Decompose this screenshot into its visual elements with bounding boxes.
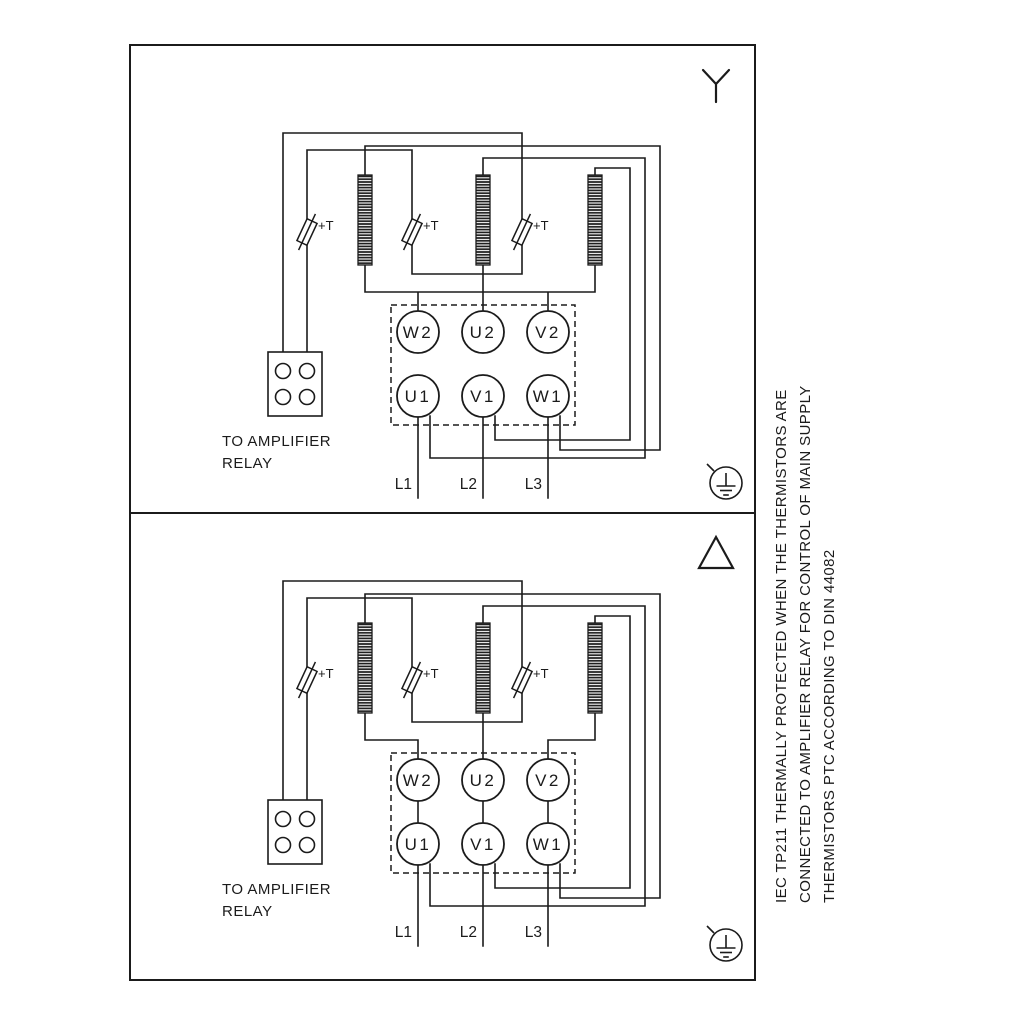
thermistor-label: +T bbox=[533, 218, 549, 233]
thermistor-label: +T bbox=[318, 666, 334, 681]
terminal-w2-label: W2 bbox=[403, 323, 434, 342]
delta-symbol bbox=[697, 534, 735, 570]
terminal-w2-label: W2 bbox=[403, 771, 434, 790]
terminal-v2 bbox=[526, 758, 570, 802]
relay-caption-line1: TO AMPLIFIER bbox=[222, 881, 331, 898]
terminal-v2-label: V2 bbox=[535, 323, 561, 342]
terminal-u2 bbox=[461, 310, 505, 354]
winding-return-wires bbox=[364, 593, 661, 907]
supply-l1-label: L1 bbox=[395, 924, 412, 941]
terminal-w1-label: W1 bbox=[533, 835, 564, 854]
terminal-board-outline bbox=[390, 752, 576, 874]
terminal-u2 bbox=[461, 758, 505, 802]
amplifier-relay-connector bbox=[267, 799, 323, 865]
terminal-v1-label: V1 bbox=[470, 387, 496, 406]
thermistor-icon bbox=[511, 213, 533, 251]
star-bridge-wire bbox=[364, 264, 596, 312]
motor-winding-icon bbox=[475, 174, 491, 266]
supply-wires bbox=[417, 416, 549, 499]
motor-winding-icon bbox=[587, 174, 603, 266]
thermistor-label: +T bbox=[423, 666, 439, 681]
supply-l3-label: L3 bbox=[525, 476, 542, 493]
thermistor-icon bbox=[401, 661, 423, 699]
terminal-w1 bbox=[526, 822, 570, 866]
terminal-u1-label: U1 bbox=[405, 835, 432, 854]
supply-wires bbox=[417, 864, 549, 947]
delta-connection-section: +T +T +T TO AMPLIFIER RELAY W2 U2 V2 U1 … bbox=[222, 534, 743, 962]
thermistor-icon bbox=[296, 213, 318, 251]
terminal-board-outline bbox=[390, 304, 576, 426]
side-note-line3: THERMISTORS PTC ACCORDING TO DIN 44082 bbox=[821, 549, 838, 903]
side-note-line2: CONNECTED TO AMPLIFIER RELAY FOR CONTROL… bbox=[797, 385, 814, 903]
winding-drop-wires bbox=[364, 712, 596, 760]
terminal-v1 bbox=[461, 822, 505, 866]
supply-l2-label: L2 bbox=[460, 476, 477, 493]
motor-winding-icon bbox=[357, 174, 373, 266]
thermistor-circuit-wire bbox=[282, 132, 523, 365]
amplifier-relay-connector bbox=[267, 351, 323, 417]
terminal-w1-label: W1 bbox=[533, 387, 564, 406]
motor-winding-icon bbox=[357, 622, 373, 714]
thermistor-label: +T bbox=[533, 666, 549, 681]
terminal-u2-label: U2 bbox=[470, 771, 497, 790]
winding-return-wires bbox=[364, 145, 661, 459]
side-note: IEC TP211 THERMALLY PROTECTED WHEN THE T… bbox=[773, 385, 838, 903]
relay-caption-line2: RELAY bbox=[222, 903, 273, 920]
earth-ground-icon bbox=[706, 463, 743, 500]
delta-link-wires bbox=[417, 800, 549, 824]
supply-l1-label: L1 bbox=[395, 476, 412, 493]
terminal-w1 bbox=[526, 374, 570, 418]
terminal-v1-label: V1 bbox=[470, 835, 496, 854]
terminal-u1 bbox=[396, 822, 440, 866]
thermistor-label: +T bbox=[318, 218, 334, 233]
star-symbol bbox=[701, 68, 731, 104]
terminal-v1 bbox=[461, 374, 505, 418]
thermistor-icon bbox=[296, 661, 318, 699]
supply-l2-label: L2 bbox=[460, 924, 477, 941]
thermistor-circuit-wire bbox=[282, 580, 523, 813]
terminal-u2-label: U2 bbox=[470, 323, 497, 342]
thermistor-icon bbox=[401, 213, 423, 251]
relay-caption-line1: TO AMPLIFIER bbox=[222, 433, 331, 450]
terminal-v2 bbox=[526, 310, 570, 354]
terminal-u1-label: U1 bbox=[405, 387, 432, 406]
thermistor-label: +T bbox=[423, 218, 439, 233]
motor-winding-icon bbox=[587, 622, 603, 714]
earth-ground-icon bbox=[706, 925, 743, 962]
terminal-v2-label: V2 bbox=[535, 771, 561, 790]
terminal-w2 bbox=[396, 758, 440, 802]
supply-l3-label: L3 bbox=[525, 924, 542, 941]
motor-winding-icon bbox=[475, 622, 491, 714]
star-connection-section: +T +T +T TO AMPLIFIER RELAY W2 U2 V2 U1 … bbox=[222, 68, 743, 500]
relay-caption-line2: RELAY bbox=[222, 455, 273, 472]
side-note-line1: IEC TP211 THERMALLY PROTECTED WHEN THE T… bbox=[773, 389, 790, 903]
thermistor-icon bbox=[511, 661, 533, 699]
terminal-u1 bbox=[396, 374, 440, 418]
terminal-w2 bbox=[396, 310, 440, 354]
